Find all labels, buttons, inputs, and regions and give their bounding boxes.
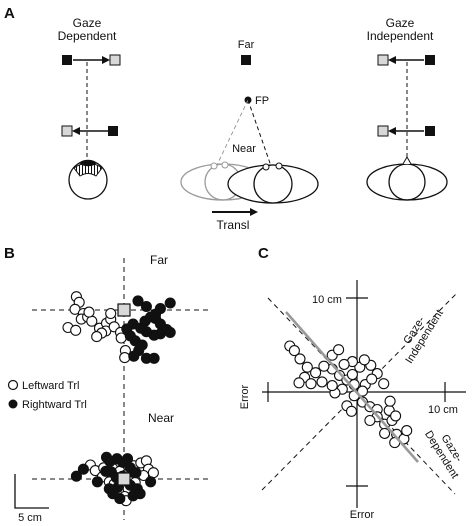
rightward-point-22 [114, 493, 126, 505]
leftward-point-21 [326, 380, 338, 392]
leftward-point-24 [378, 378, 390, 390]
rightward-point-8 [100, 465, 112, 477]
scale-bar [14, 474, 49, 509]
rightward-point-4 [121, 453, 134, 465]
legend-open-circle [7, 379, 19, 391]
fp-label: FP [255, 95, 269, 107]
leftward-point-42 [384, 395, 396, 407]
c-label-dependent: Gaze- Dependent [422, 429, 465, 481]
c-regression-line [285, 311, 419, 463]
leftward-point-10 [147, 467, 159, 479]
leftward-point-40 [401, 425, 413, 437]
leftward-point-28 [345, 405, 358, 417]
rightward-point-9 [164, 326, 176, 338]
black-head [227, 162, 319, 204]
target-square [117, 303, 131, 317]
leftward-point-5 [293, 377, 305, 389]
far-title: Far [150, 253, 168, 267]
black-gaze-line [247, 99, 272, 167]
leftward-point-23 [366, 373, 378, 385]
rightward-point-13 [91, 476, 103, 488]
gaze-dependent-schematic [61, 54, 121, 200]
gaze-independent-title-line2: Independent [367, 29, 434, 43]
leftward-point-3 [301, 361, 313, 373]
near-target-square [108, 126, 118, 136]
far-label: Far [238, 39, 255, 51]
legend-filled-circle [8, 399, 18, 409]
leftward-point-18 [105, 307, 117, 320]
rightward-point-6 [130, 467, 142, 479]
leftward-point-34 [364, 414, 376, 427]
rightward-point-22 [128, 350, 140, 362]
rightward-point-11 [77, 463, 89, 475]
near-shifted-square [61, 125, 73, 137]
near-scatter [70, 451, 159, 507]
leftward-point-7 [310, 367, 322, 379]
c-error-bottom: Error [350, 509, 375, 521]
c-10cm-top: 10 cm [312, 294, 342, 306]
panel-a: A Gaze Dependent Far FP Near [4, 5, 448, 232]
c-label-independent: Gaze- Independent [401, 308, 446, 366]
leftward-point-26 [356, 385, 369, 397]
far-scatter [62, 291, 176, 364]
c-error-left: Error [239, 384, 251, 409]
leftward-point-43 [390, 410, 402, 422]
panel-b: B Far Near Leftward Trl Rightward Trl 5 … [4, 245, 212, 524]
leftward-point-45 [358, 354, 370, 366]
rightward-point-23 [164, 297, 176, 309]
gray-gaze-line [216, 99, 249, 166]
leftward-point-46 [338, 358, 350, 370]
leftward-point-7 [83, 306, 95, 318]
pupil [80, 159, 96, 167]
leftward-point-17 [115, 332, 127, 344]
leftward-point-21 [119, 352, 131, 364]
leftward-point-10 [333, 344, 345, 356]
leftward-point-19 [91, 331, 103, 343]
c-10cm-right: 10 cm [428, 404, 458, 416]
transl-label: Transl [217, 218, 250, 232]
far-target-square [62, 55, 72, 65]
leftward-point-9 [70, 324, 82, 336]
rightward-point-21 [148, 352, 160, 364]
gaze-dependent-title-line1: Gaze [73, 16, 102, 30]
far-shifted-square [109, 54, 121, 66]
panel-c: C 10 cm 10 cm Error Error Gaze- Independ… [239, 245, 466, 521]
leftward-point-8 [316, 376, 328, 388]
target-square [117, 472, 131, 486]
middle-far-square [241, 55, 251, 65]
panel-c-letter: C [258, 245, 269, 262]
panel-b-letter: B [4, 245, 15, 262]
legend-rightward-label: Rightward Trl [22, 399, 87, 411]
leftward-point-1 [288, 345, 300, 357]
rightward-point-12 [70, 470, 82, 482]
near-label: Near [232, 143, 256, 155]
leftward-point-37 [379, 427, 391, 439]
gaze-dependent-title-line2: Dependent [58, 29, 117, 43]
legend-leftward-label: Leftward Trl [22, 380, 79, 392]
leftward-point-6 [305, 378, 317, 390]
rightward-point-0 [132, 295, 144, 307]
gaze-independent-title-line1: Gaze [386, 16, 415, 30]
gaze-independent-schematic [366, 54, 448, 201]
rightward-point-21 [145, 476, 157, 488]
leftward-point-47 [318, 360, 330, 372]
scale-label: 5 cm [18, 512, 42, 524]
panel-a-letter: A [4, 5, 15, 22]
rightward-point-20 [134, 488, 146, 500]
leftward-point-2 [294, 353, 306, 365]
rightward-point-1 [140, 300, 152, 313]
near-title: Near [148, 411, 174, 425]
